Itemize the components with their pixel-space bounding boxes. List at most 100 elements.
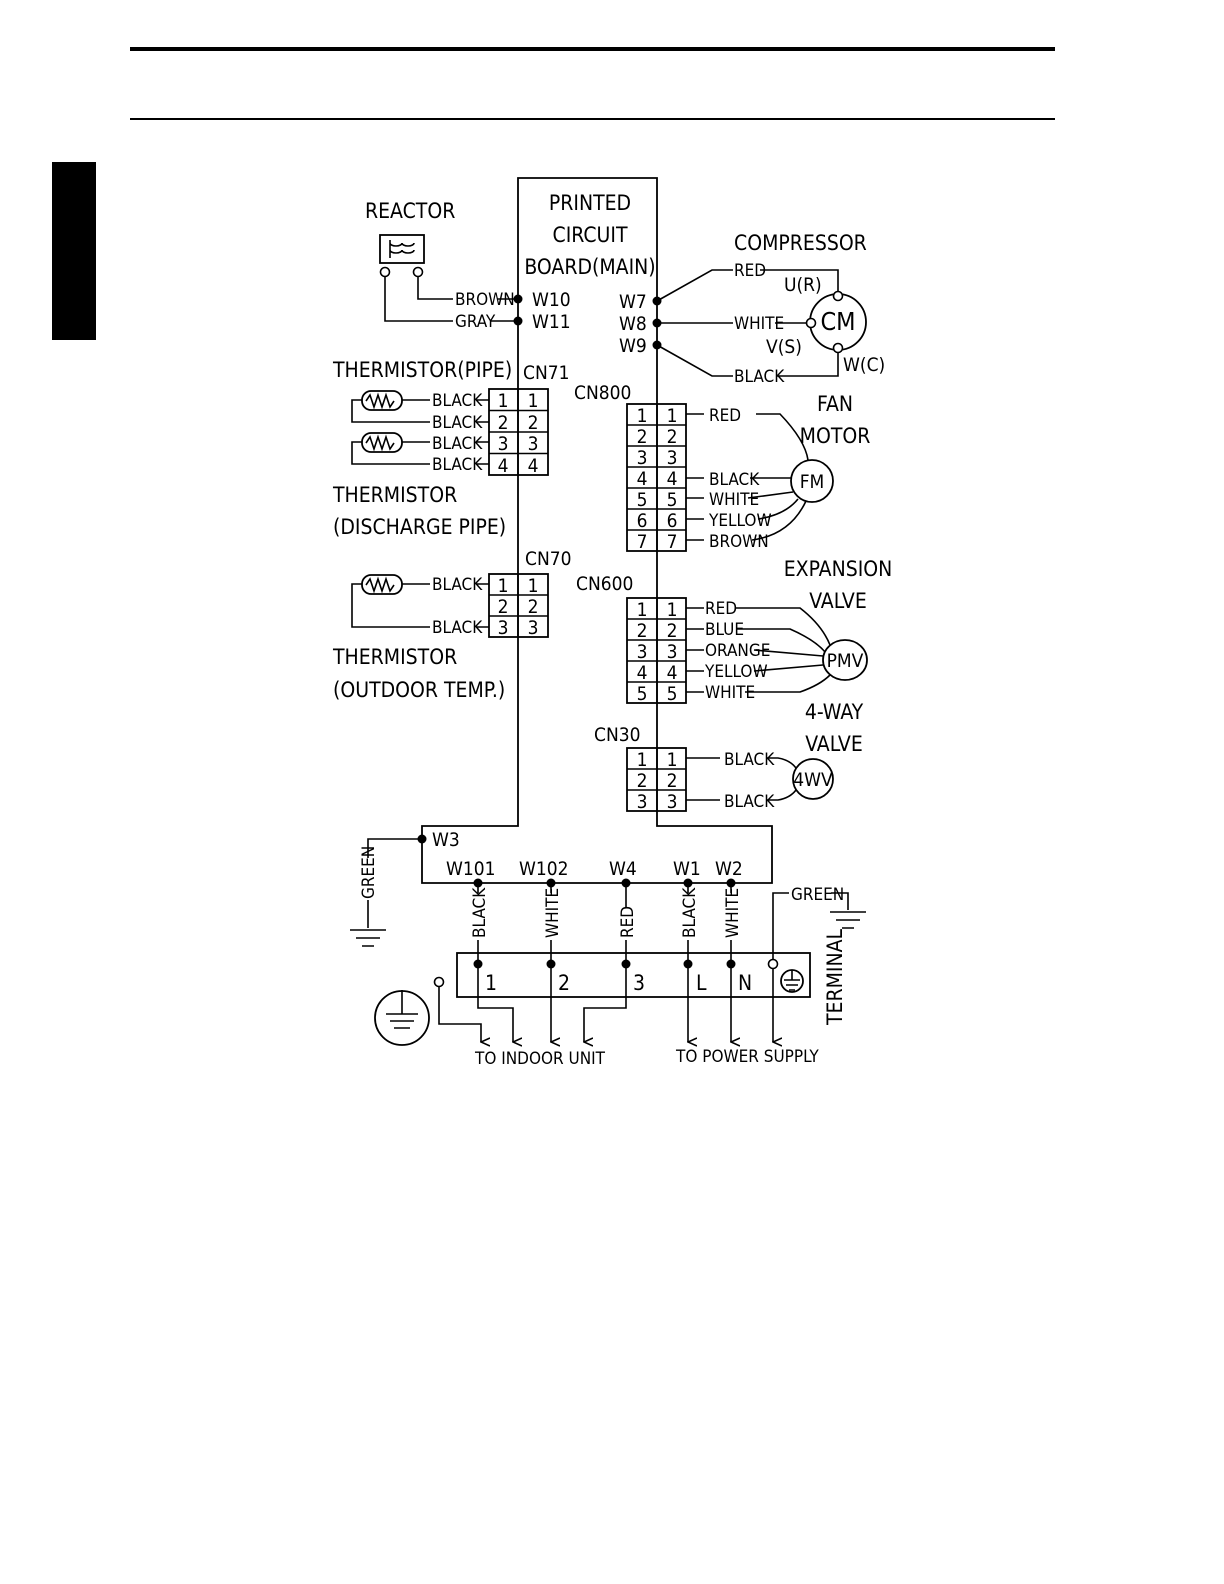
cn71-wire-3: BLACK — [432, 434, 483, 454]
cn70-wire-3: BLACK — [432, 618, 483, 638]
expansion-valve-label-2: VALVE — [809, 589, 867, 613]
terminal-pos-l: L — [696, 971, 707, 995]
w11-node — [513, 316, 523, 326]
cn71-pin-1-left: 1 — [498, 390, 509, 412]
fan-motor-symbol-fm: FM — [800, 471, 825, 493]
connector-cn800-label: CN800 — [574, 382, 631, 404]
terminal-w10: W10 — [532, 289, 571, 311]
terminal-w7: W7 — [619, 291, 647, 313]
terminal-pos-2: 2 — [558, 971, 570, 995]
connector-cn70-label: CN70 — [525, 548, 571, 570]
cn800-pin-3-right: 3 — [667, 447, 678, 469]
terminal-w4: W4 — [609, 858, 637, 880]
expansion-valve-symbol-pmv: PMV — [827, 650, 864, 672]
cn70-pin-2-right: 2 — [528, 596, 539, 618]
expansion-valve-symbol — [822, 639, 868, 681]
w4-wire-red: RED — [618, 906, 638, 938]
terminal-w2: W2 — [715, 858, 743, 880]
cn600-pin-5-right: 5 — [667, 683, 678, 705]
terminal-w101: W101 — [446, 858, 496, 880]
ground-symbol-right — [830, 911, 866, 929]
reactor-icon — [379, 234, 425, 278]
cn70-pin-1-right: 1 — [528, 575, 539, 597]
cn71-wire-4: BLACK — [432, 455, 483, 475]
cn30-pin-2-right: 2 — [667, 770, 678, 792]
cn71-wire-1: BLACK — [432, 391, 483, 411]
fan-motor-symbol — [790, 459, 834, 503]
cn800-pin-4-left: 4 — [637, 468, 648, 490]
4wv-wire-black-3: BLACK — [724, 792, 775, 812]
pmv-wire-blue: BLUE — [705, 620, 744, 640]
4-way-valve-symbol — [792, 758, 834, 800]
w101-wire-black: BLACK — [470, 887, 490, 938]
cn70-pin-3-left: 3 — [498, 617, 509, 639]
cn30-pin-3-left: 3 — [637, 791, 648, 813]
cn600-pin-4-left: 4 — [637, 662, 648, 684]
cn30-pin-1-right: 1 — [667, 749, 678, 771]
side-tab-marker — [52, 162, 96, 340]
cn71-pin-2-right: 2 — [528, 412, 539, 434]
4-way-valve-symbol-4wv: 4WV — [793, 769, 833, 791]
connector-cn30 — [626, 747, 687, 812]
cn600-pin-2-right: 2 — [667, 620, 678, 642]
to-indoor-unit-label: TO INDOOR UNIT — [474, 1049, 606, 1069]
terminal-pos-3: 3 — [633, 971, 645, 995]
compressor-wire-red: RED — [734, 261, 766, 281]
cn600-pin-2-left: 2 — [637, 620, 648, 642]
cn600-pin-3-right: 3 — [667, 641, 678, 663]
pmv-wire-orange: ORANGE — [705, 641, 770, 661]
fan-wire-white: WHITE — [709, 490, 759, 510]
big-earth-ground-icon — [374, 990, 430, 1046]
cn71-pin-1-right: 1 — [528, 390, 539, 412]
cn30-pin-2-left: 2 — [637, 770, 648, 792]
ground-wire-green-right: GREEN — [791, 885, 844, 905]
cn30-pin-1-left: 1 — [637, 749, 648, 771]
pmv-wire-yellow: YELLOW — [704, 662, 768, 682]
connector-cn71 — [488, 388, 549, 476]
4-way-valve-label-1: 4-WAY — [805, 700, 864, 724]
reactor-label: REACTOR — [365, 199, 455, 223]
terminal-w9: W9 — [619, 335, 647, 357]
fan-motor-label-1: FAN — [817, 392, 853, 416]
ground-wire-green-left: GREEN — [359, 846, 379, 899]
terminal-w3: W3 — [432, 829, 460, 851]
w10-node — [513, 294, 523, 304]
reactor-wire-gray: GRAY — [455, 312, 496, 332]
cn800-pin-6-left: 6 — [637, 510, 648, 532]
fan-wire-yellow: YELLOW — [708, 511, 772, 531]
fan-wire-red: RED — [709, 406, 741, 426]
cn600-pin-1-left: 1 — [637, 599, 648, 621]
cn800-pin-5-right: 5 — [667, 489, 678, 511]
cn600-pin-1-right: 1 — [667, 599, 678, 621]
terminal-w1: W1 — [673, 858, 701, 880]
header-rule-top — [130, 47, 1055, 51]
cn800-pin-7-left: 7 — [637, 531, 648, 553]
cn800-pin-1-left: 1 — [637, 405, 648, 427]
compressor-symbol-cm: CM — [820, 307, 855, 336]
cn800-pin-5-left: 5 — [637, 489, 648, 511]
earth-ground-icon — [780, 969, 804, 993]
connector-cn30-label: CN30 — [594, 724, 640, 746]
cn800-pin-2-right: 2 — [667, 426, 678, 448]
cn800-pin-6-right: 6 — [667, 510, 678, 532]
terminal-label: TERMINAL — [823, 928, 847, 1026]
pcb-outline — [421, 177, 773, 884]
cn71-pin-4-right: 4 — [528, 455, 539, 477]
connector-cn71-label: CN71 — [523, 362, 569, 384]
thermistor-discharge-label-1: THERMISTOR — [332, 483, 457, 507]
compressor-label: COMPRESSOR — [734, 231, 867, 255]
thermistor-pipe-label: THERMISTOR(PIPE) — [332, 358, 512, 382]
thermistor-pipe-symbol — [351, 390, 430, 423]
terminal-w11: W11 — [532, 311, 571, 333]
cn600-pin-5-left: 5 — [637, 683, 648, 705]
pmv-wire-white: WHITE — [705, 683, 755, 703]
cn800-pin-7-right: 7 — [667, 531, 678, 553]
compressor-terminal-v: V(S) — [766, 336, 802, 358]
terminal-w102: W102 — [519, 858, 569, 880]
cn800-pin-2-left: 2 — [637, 426, 648, 448]
cn70-pin-3-right: 3 — [528, 617, 539, 639]
cn71-pin-2-left: 2 — [498, 412, 509, 434]
terminal-pos-n: N — [738, 971, 752, 995]
connector-cn600-label: CN600 — [576, 573, 633, 595]
